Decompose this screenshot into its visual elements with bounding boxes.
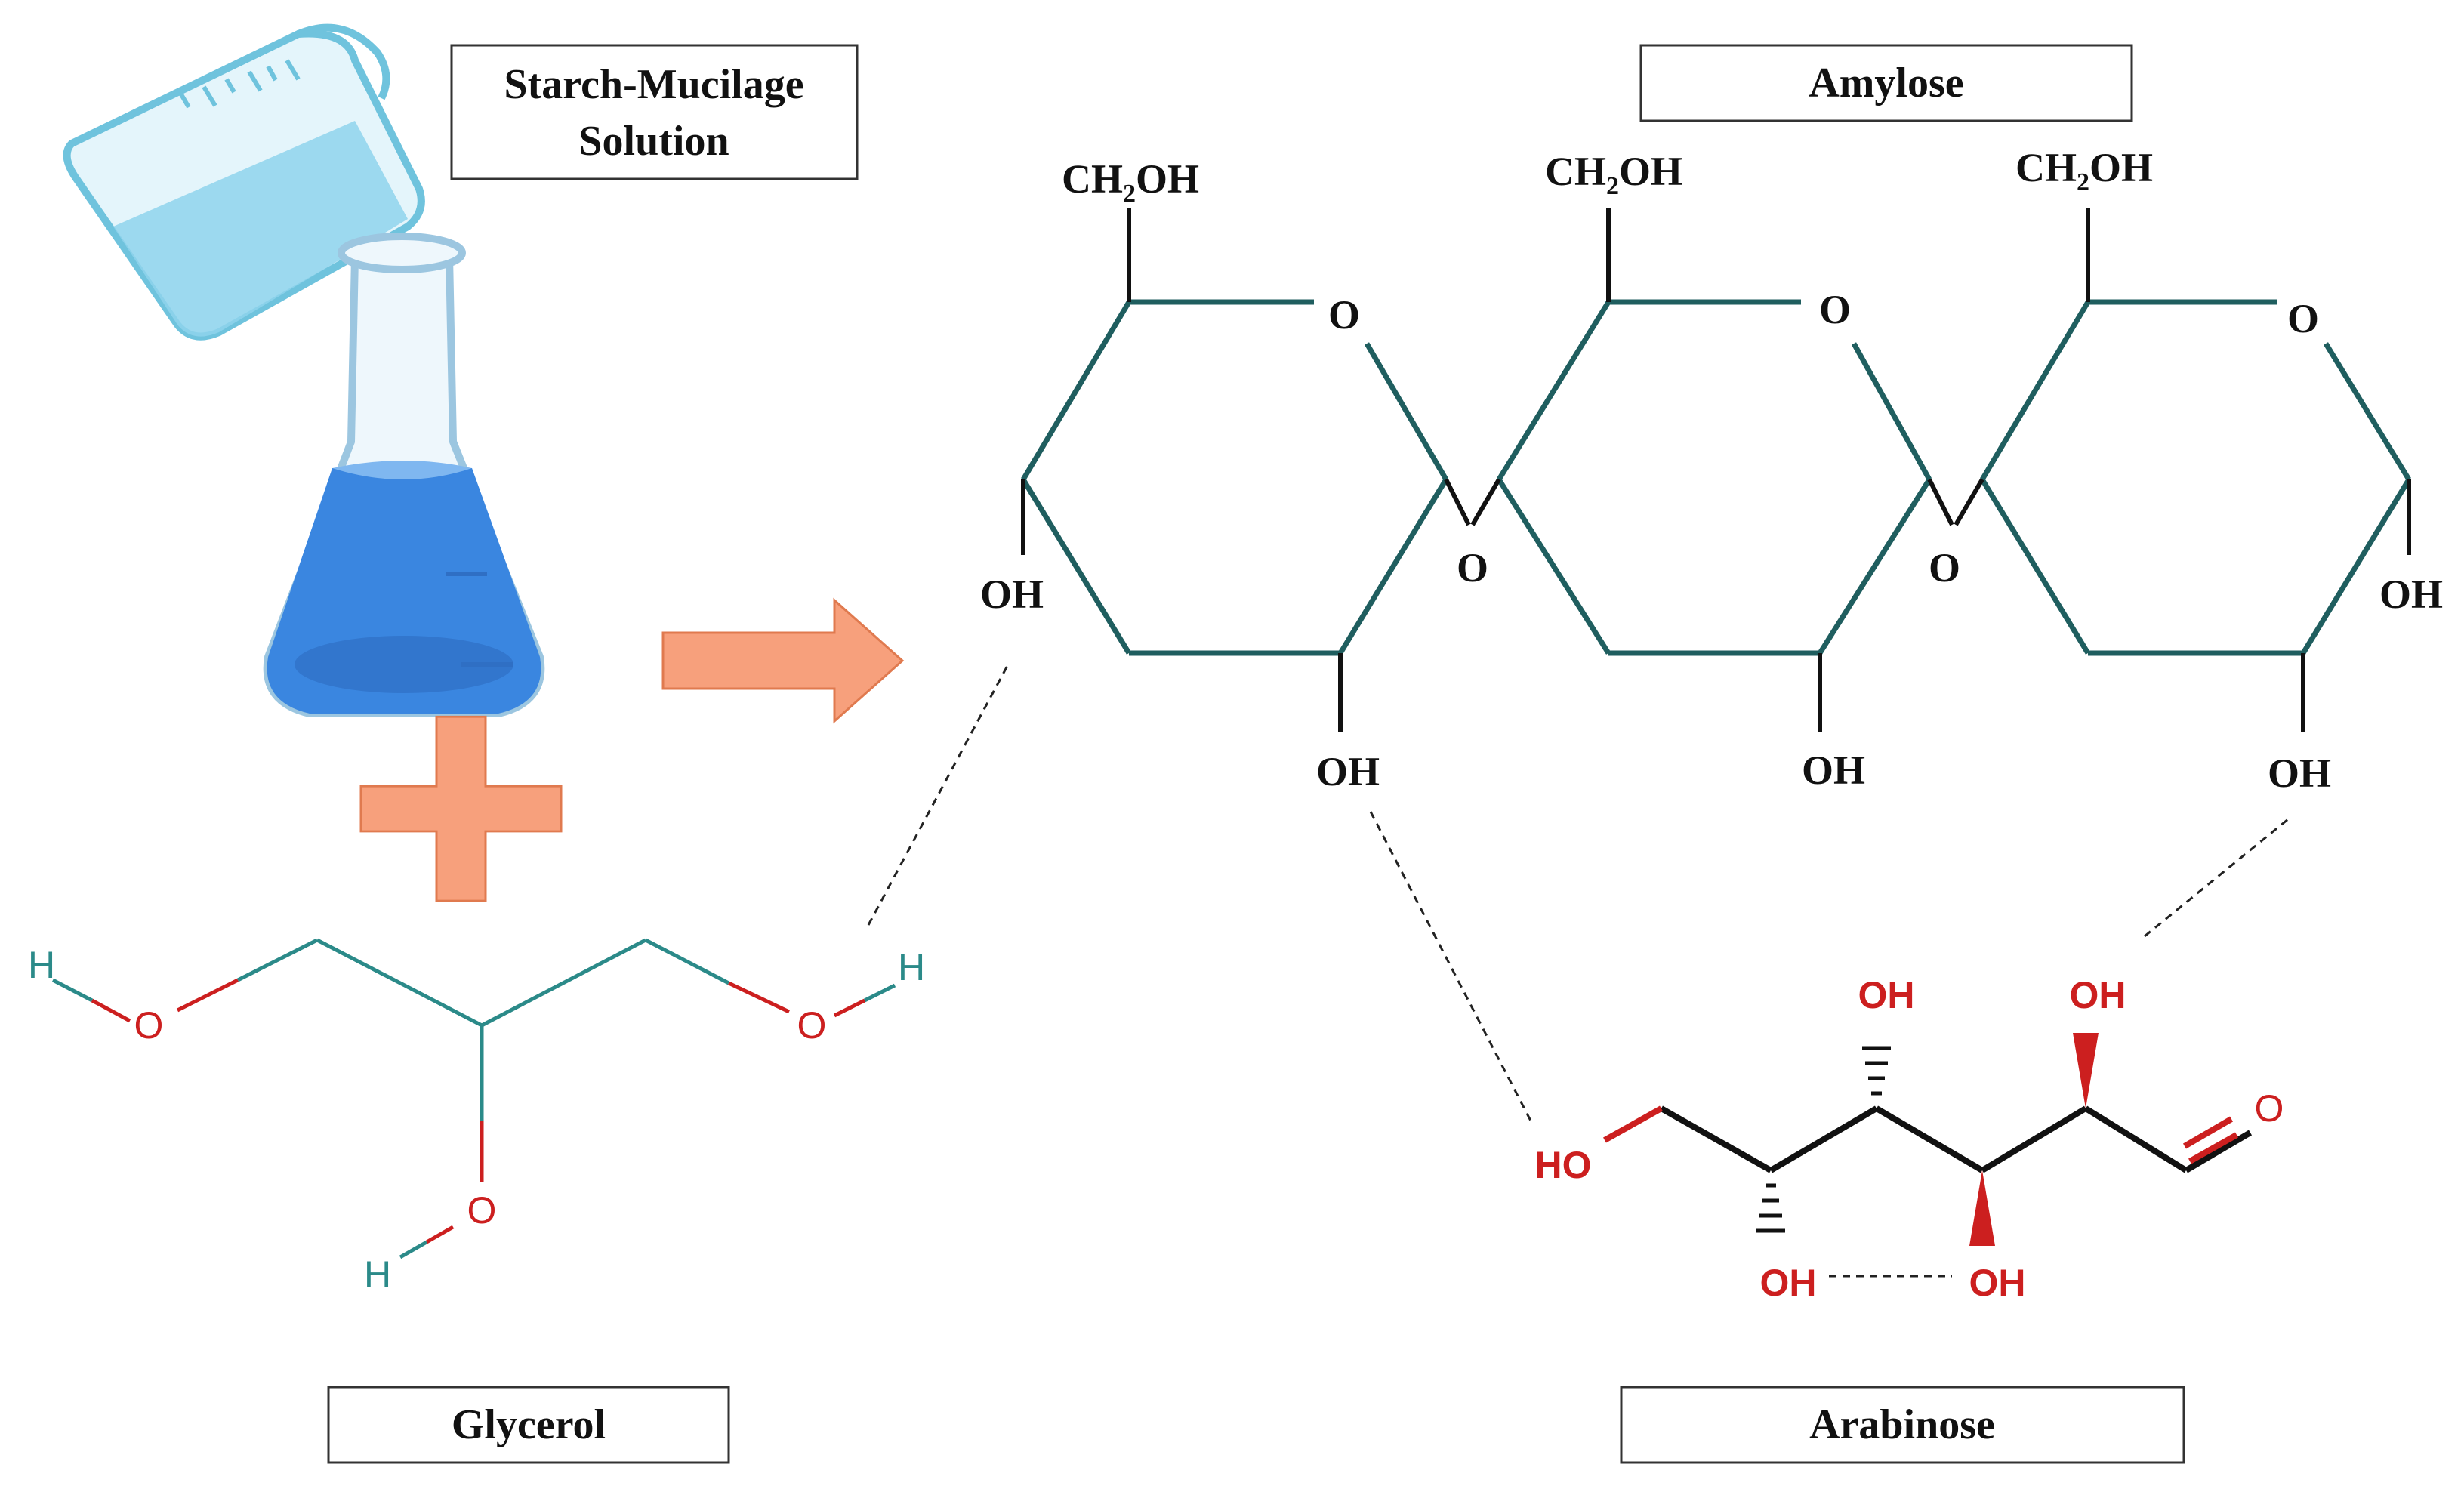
arabinose-ho-terminal: HO — [1535, 1144, 1592, 1186]
glycerol-label: Glycerol — [327, 1386, 730, 1464]
amylose-label: Amylose — [1639, 44, 2133, 122]
ring2-oxygen: O — [1819, 287, 1851, 332]
starch-mucilage-solution-label: Starch-Mucilage Solution — [450, 44, 859, 180]
ring2-oh-bottom: OH — [1802, 748, 1865, 793]
ring1-oxygen: O — [1328, 292, 1360, 338]
ring3-oxygen: O — [2287, 296, 2319, 341]
solid-wedge-c2 — [2073, 1033, 2099, 1108]
ch2oh-ring1: CH2OH — [1062, 156, 1199, 208]
ring1-oh-bottom: OH — [1316, 749, 1380, 794]
glycerol-o2: O — [467, 1189, 497, 1232]
solid-wedge-c4 — [1969, 1170, 1995, 1246]
hbond-amylose-arabinose-2 — [2144, 818, 2289, 938]
plus-icon — [359, 715, 563, 902]
glycerol-title: Glycerol — [452, 1401, 606, 1448]
glycerol-h1: H — [28, 944, 55, 986]
arabinose-oh-c5: OH — [1760, 1262, 1817, 1304]
hydrogen-bonds — [867, 664, 2289, 1278]
arabinose-aldehyde-oxygen: O — [2255, 1087, 2284, 1130]
glycerol-h3: H — [898, 946, 925, 988]
glycerol-h2: H — [364, 1253, 391, 1296]
hbond-amylose-arabinose-1 — [1369, 811, 1534, 1126]
arabinose-oh-c2: OH — [2070, 974, 2126, 1016]
ring1-oh-left: OH — [980, 572, 1044, 617]
ch2oh-ring3: CH2OH — [2015, 145, 2153, 196]
arabinose-label: Arabinose — [1620, 1386, 2185, 1464]
glycerol-molecule: H O O H O H — [28, 938, 925, 1296]
arabinose-molecule: HO OH OH OH OH O — [1535, 974, 2284, 1304]
hashed-bonds — [1756, 1046, 1891, 1233]
right-arrow-icon — [661, 597, 905, 724]
glycerol-o1: O — [134, 1004, 164, 1047]
glycosidic-oxygen-1: O — [1457, 545, 1488, 590]
ring3-oh-right: OH — [2379, 572, 2443, 617]
amylose-structure: CH2OH CH2OH CH2OH O O O O O OH OH OH OH … — [980, 145, 2443, 796]
solution-label-line1: Starch-Mucilage — [504, 61, 803, 108]
hbond-glycerol-amylose — [867, 664, 1010, 926]
glycosidic-oxygen-2: O — [1929, 545, 1960, 590]
ch2oh-ring2: CH2OH — [1545, 149, 1682, 200]
solution-label-line2: Solution — [578, 118, 729, 165]
arabinose-oh-c3: OH — [1858, 974, 1915, 1016]
flask-icon — [263, 233, 545, 717]
glycerol-o3: O — [797, 1004, 827, 1047]
arabinose-oh-c4: OH — [1969, 1262, 2026, 1304]
arabinose-title: Arabinose — [1809, 1401, 1995, 1448]
beaker-icon — [63, 23, 425, 341]
ring3-oh-bottom: OH — [2268, 751, 2331, 796]
amylose-title: Amylose — [1809, 60, 1963, 106]
